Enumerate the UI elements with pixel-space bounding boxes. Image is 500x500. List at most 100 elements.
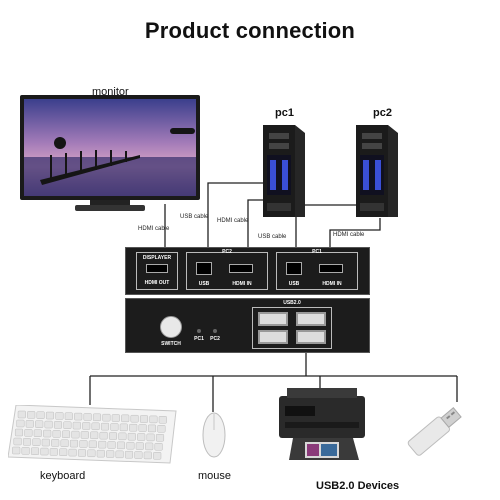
keyboard-key [14,428,24,437]
keyboard-key [45,411,55,420]
keyboard-key [110,423,119,431]
keyboard-key [157,425,166,433]
keyboard-key [118,432,127,441]
keyboard-key [74,412,83,421]
keyboard-key [96,449,105,458]
keyboard-key [137,433,146,441]
hdmi-out-label: HDMI OUT [144,280,170,286]
keyboard-key [154,443,163,451]
keyboard-key [121,414,130,423]
usb20-label: USB2.0 [283,300,301,306]
monitor-image [20,95,200,211]
keyboard-key [79,440,88,448]
keyboard-key [139,415,149,423]
hdmi-out-port [146,264,168,273]
keyboard-key [147,424,157,433]
usb-a-port-2 [296,312,326,326]
keyboard-key [111,414,120,422]
keyboard-key [27,411,36,419]
hdmi-in-label-pc1: HDMI IN [322,281,342,287]
keyboard-key [68,448,77,457]
displayer-label: DISPLAYER [142,255,172,261]
switch-button-label: SWITCH [161,341,181,347]
keyboard-key [59,448,68,456]
keyboard-key [13,437,22,446]
keyboard-image [8,405,177,464]
pc2-port-group [186,252,268,290]
keyboard-key [108,432,118,440]
pc1-led [197,329,201,333]
keyboard-key [126,441,135,450]
usb-b-port-pc1 [286,262,302,275]
usb-cable-label-pc1: USB cable [258,234,287,240]
keyboard-key [49,448,58,456]
usb-label-pc2: USB [198,281,210,287]
mouse-label: mouse [198,470,232,482]
keyboard-key [155,434,165,442]
keyboard-key [119,423,128,432]
keyboard-key [33,429,42,437]
keyboard-key [69,439,79,448]
keyboard-key [24,429,33,437]
usb-drive-image [407,407,462,456]
keyboard-key [158,416,167,424]
page-title: Product connection [144,18,356,43]
keyboard-key [25,420,34,428]
keyboard-key [87,449,96,458]
switch-button[interactable] [160,316,182,338]
keyboard-key [115,450,124,459]
pc2-led-label: PC2 [210,336,220,342]
keyboard-key [41,438,50,447]
keyboard-key [44,420,53,429]
keyboard-key [77,449,87,457]
keyboard-key [100,422,110,431]
hdmi-in-port-pc1 [319,264,343,273]
keyboard-key [35,420,44,428]
usb-label-pc1: USB [288,281,300,287]
keyboard-key [99,431,108,440]
usb-b-port-pc2 [196,262,212,275]
pc2-tower-image [263,125,305,217]
displayer-port-group [136,252,178,290]
pc1-label: pc1 [275,107,294,119]
usb-a-port-1 [258,312,288,326]
keyboard-key [55,412,64,420]
pc2-group-label: PC2 [222,249,232,255]
keyboard-key [36,411,45,419]
keyboard-key [82,422,91,430]
keyboard-key [63,421,72,429]
hdmi-cable-label-pc1: HDMI cable [333,232,365,238]
keyboard-key [90,431,99,440]
hdmi-cable-label-monitor: HDMI cable [138,226,170,232]
usb-a-port-4 [296,330,326,344]
keyboard-key [32,438,41,446]
keyboard-key [71,430,80,439]
monitor-label: monitor [92,86,129,98]
pc1-tower-image [356,125,398,217]
keyboard-key [134,451,143,459]
keyboard-key [127,432,136,441]
keyboard-label: keyboard [40,470,86,482]
pc1-led-label: PC1 [194,336,204,342]
keyboard-key [43,429,52,438]
keyboard-key [149,415,158,424]
keyboard-key [61,430,71,438]
keyboard-key [91,422,100,431]
hdmi-in-port-pc2 [229,264,253,273]
keyboard-key [116,441,126,450]
keyboard-key [72,421,81,430]
keyboard-key [51,439,60,447]
usb-a-port-3 [258,330,288,344]
keyboard-key [17,410,26,419]
keyboard-key [146,433,155,442]
keyboard-key [88,440,97,449]
keyboard-key [16,419,25,428]
pc1-group-label: PC1 [312,249,322,255]
keyboard-key [107,441,116,449]
keyboard-key [80,431,89,439]
keyboard-key [52,430,61,438]
keyboard-key [124,450,134,459]
pc2-led [213,329,217,333]
keyboard-key [12,446,21,455]
keyboard-key [60,439,69,447]
